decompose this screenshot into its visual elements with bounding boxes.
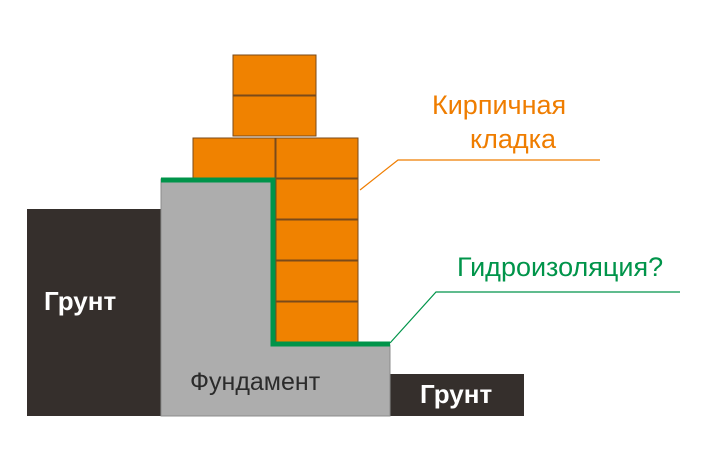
brick — [232, 54, 317, 96]
brick — [275, 260, 359, 302]
brick — [275, 137, 359, 179]
waterproofing-leader-line — [389, 291, 680, 344]
masonry-leader-line — [359, 159, 600, 191]
masonry-label-line2: кладка — [470, 124, 557, 154]
brick — [275, 301, 359, 343]
waterproofing-label: Гидроизоляция? — [457, 252, 663, 282]
soil-left-block — [27, 209, 163, 416]
brick — [192, 137, 276, 179]
brick-masonry — [192, 54, 359, 343]
soil-right-label: Грунт — [420, 379, 492, 409]
masonry-label-line1: Кирпичная — [432, 90, 566, 120]
soil-right-block — [390, 374, 524, 416]
brick — [275, 178, 359, 220]
soil-left-label: Грунт — [44, 286, 116, 316]
brick — [232, 95, 317, 137]
waterproofing-line — [161, 177, 390, 347]
foundation-label: Фундамент — [190, 368, 321, 396]
brick — [275, 219, 359, 261]
